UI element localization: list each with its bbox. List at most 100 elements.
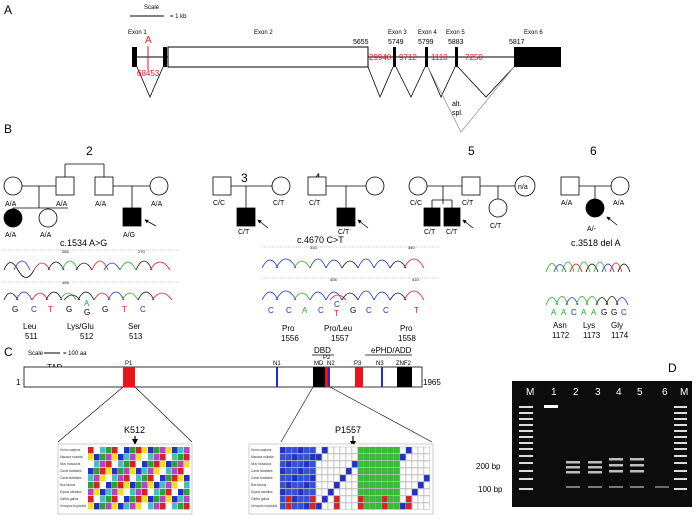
alignment-cell bbox=[100, 503, 106, 510]
alignment-cell bbox=[363, 488, 370, 496]
alignment-cell bbox=[399, 488, 406, 496]
ladder-band bbox=[519, 442, 533, 444]
alignment-cell bbox=[327, 474, 334, 482]
align2-species-3: Mus musculus bbox=[251, 462, 272, 466]
alignment-cell bbox=[118, 468, 124, 475]
alignment-cell bbox=[142, 482, 148, 489]
alignment-cell bbox=[184, 503, 190, 510]
alignment-cell bbox=[106, 468, 112, 475]
alignment-cell bbox=[339, 446, 346, 454]
f4-tick-4: 410 bbox=[412, 277, 419, 282]
alignment-cell bbox=[327, 460, 334, 468]
alignment-cell bbox=[148, 475, 154, 482]
alignment-cell bbox=[321, 453, 328, 461]
alignment-cell bbox=[178, 447, 184, 454]
f2-alt-2: G bbox=[84, 308, 90, 317]
alignment-cell bbox=[291, 453, 298, 461]
ladder-band bbox=[519, 418, 533, 420]
alignment-cell bbox=[172, 475, 178, 482]
alignment-cell bbox=[399, 481, 406, 489]
alignment-cell bbox=[417, 488, 424, 496]
alignment-cell bbox=[417, 460, 424, 468]
alignment-cell bbox=[393, 488, 400, 496]
f2-base-7: T bbox=[122, 305, 127, 314]
alignment-cell bbox=[148, 496, 154, 503]
f5-unknown: n/a bbox=[518, 184, 528, 191]
alignment-cell bbox=[411, 488, 418, 496]
alignment-cell bbox=[387, 467, 394, 475]
alignment-cell bbox=[160, 496, 166, 503]
alignment-cell bbox=[148, 447, 154, 454]
alignment-cell bbox=[279, 502, 286, 510]
alignment-cell bbox=[333, 495, 340, 503]
alignment-cell bbox=[172, 503, 178, 510]
marker-k512: K512 bbox=[124, 425, 145, 435]
gel-lane-4: 4 bbox=[616, 387, 622, 398]
alignment-cell bbox=[369, 488, 376, 496]
gel-band bbox=[609, 458, 623, 461]
alignment-cell bbox=[130, 503, 136, 510]
alignment-cell bbox=[399, 446, 406, 454]
f4-base-9: T bbox=[414, 306, 419, 315]
align1-species-5: Canis familiaris bbox=[60, 476, 82, 480]
alignment-cell bbox=[363, 467, 370, 475]
alignment-cell bbox=[124, 454, 130, 461]
alignment-cell bbox=[100, 454, 106, 461]
f2-base-6: G bbox=[102, 305, 108, 314]
alignment-cell bbox=[315, 474, 322, 482]
alignment-cell bbox=[94, 475, 100, 482]
alignment-cell bbox=[417, 474, 424, 482]
panel-label-b: B bbox=[4, 122, 12, 136]
f2-tick-1: 265 bbox=[62, 249, 69, 254]
align2-species-2: Macaca mulatta bbox=[251, 455, 274, 459]
alignment-cell bbox=[369, 460, 376, 468]
chromatogram-family-4: c.4670 C>T 333 340 405 410 bbox=[261, 235, 440, 343]
gel-lane-2: 2 bbox=[573, 387, 579, 398]
alignment-cell bbox=[309, 446, 316, 454]
f6-base-3: C bbox=[571, 308, 577, 317]
f3-geno-3: C/T bbox=[238, 229, 250, 236]
alignment-cell bbox=[357, 446, 364, 454]
f4-geno-2: C/T bbox=[338, 229, 350, 236]
exon-2 bbox=[167, 46, 369, 68]
alignment-cell bbox=[285, 488, 292, 496]
gel-lane-1: 1 bbox=[551, 387, 557, 398]
gel-band bbox=[566, 471, 580, 474]
alignment-cell bbox=[333, 446, 340, 454]
alignment-cell bbox=[357, 481, 364, 489]
alignment-cell bbox=[160, 475, 166, 482]
alignment-cell bbox=[88, 461, 94, 468]
alignment-cell bbox=[291, 474, 298, 482]
alignment-cell bbox=[160, 461, 166, 468]
alignment-cell bbox=[184, 489, 190, 496]
alignment-cell bbox=[399, 460, 406, 468]
f2-tick-2: 270 bbox=[138, 249, 145, 254]
f6-base-2: A bbox=[561, 308, 567, 317]
alignment-cell bbox=[285, 474, 292, 482]
f2-aa-2-pos: 512 bbox=[80, 332, 94, 341]
alignment-cell bbox=[423, 495, 430, 503]
gel-band bbox=[609, 486, 623, 488]
alignment-cell bbox=[327, 467, 334, 475]
f4-base-6: G bbox=[350, 306, 356, 315]
label-p1: P1 bbox=[125, 361, 133, 367]
alignment-cell bbox=[303, 446, 310, 454]
alignment-cell bbox=[369, 502, 376, 510]
f6-aa-3-pos: 1174 bbox=[611, 331, 629, 340]
gel-band bbox=[588, 471, 602, 474]
alignment-cell bbox=[279, 495, 286, 503]
align1-species-8: Gallus gallus bbox=[60, 497, 79, 501]
f6-geno-2: A/A bbox=[613, 200, 625, 207]
alignment-cell bbox=[405, 488, 412, 496]
f2-geno-7: A/G bbox=[123, 232, 135, 239]
alignment-cell bbox=[136, 475, 142, 482]
alignment-cell bbox=[172, 489, 178, 496]
alignment-cell bbox=[417, 453, 424, 461]
label-n3: N3 bbox=[376, 361, 384, 367]
alignment-cell bbox=[172, 461, 178, 468]
ladder-band bbox=[674, 430, 687, 432]
alignment-cell bbox=[309, 502, 316, 510]
alignment-cell bbox=[136, 454, 142, 461]
alt-splice-label-2: spl. bbox=[452, 110, 463, 117]
alignment-cell bbox=[112, 482, 118, 489]
